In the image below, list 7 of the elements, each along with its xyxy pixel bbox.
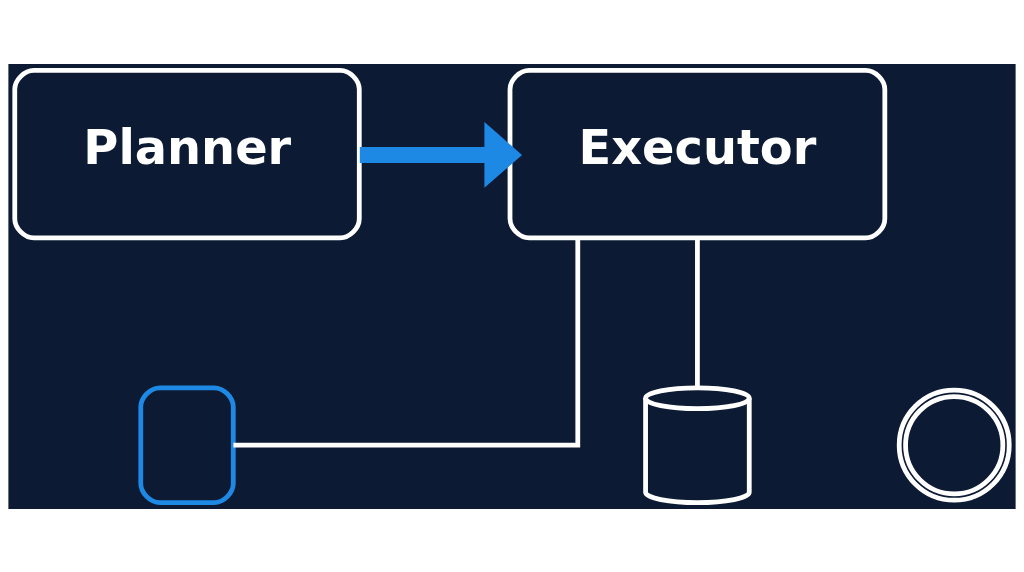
connector	[233, 237, 581, 448]
node-box: Planner	[12, 67, 362, 240]
node-box: Executor	[507, 67, 888, 240]
node-box	[138, 384, 236, 505]
node-circle	[896, 387, 1012, 503]
connector	[695, 237, 700, 387]
arrow	[359, 121, 523, 188]
